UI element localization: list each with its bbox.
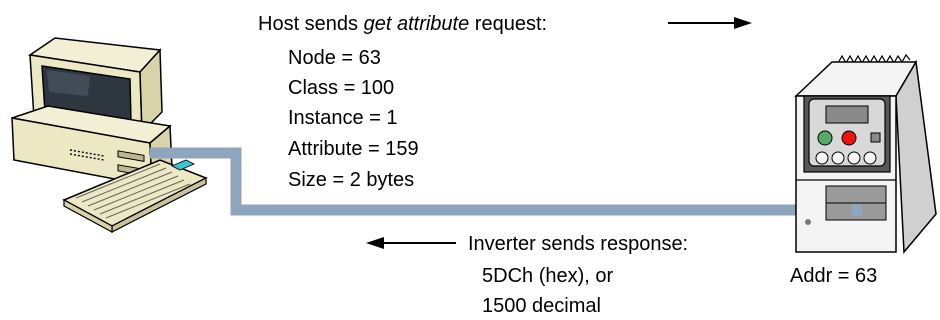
inverter-drive-icon xyxy=(794,53,937,254)
request-size: Size = 2 bytes xyxy=(288,169,414,191)
inverter-address-label: Addr = 63 xyxy=(790,265,877,287)
request-heading: Host sends get attribute request: xyxy=(258,13,547,35)
request-instance: Instance = 1 xyxy=(288,107,398,129)
stop-button-icon xyxy=(841,130,857,146)
request-attribute: Attribute = 159 xyxy=(288,138,419,160)
response-arrow-icon xyxy=(366,237,456,249)
host-computer-icon xyxy=(11,37,208,234)
request-description: Host sends get attribute request: Node =… xyxy=(258,13,547,191)
response-decimal-value: 1500 decimal xyxy=(482,295,601,317)
request-arrow-icon xyxy=(668,17,752,29)
response-heading: Inverter sends response: xyxy=(468,233,688,255)
request-class: Class = 100 xyxy=(288,77,394,99)
run-button-icon xyxy=(817,130,833,146)
response-hex-value: 5DCh (hex), or xyxy=(482,265,613,287)
response-description: Inverter sends response: 5DCh (hex), or … xyxy=(468,233,688,317)
network-cable xyxy=(150,147,858,216)
request-node: Node = 63 xyxy=(288,47,381,69)
